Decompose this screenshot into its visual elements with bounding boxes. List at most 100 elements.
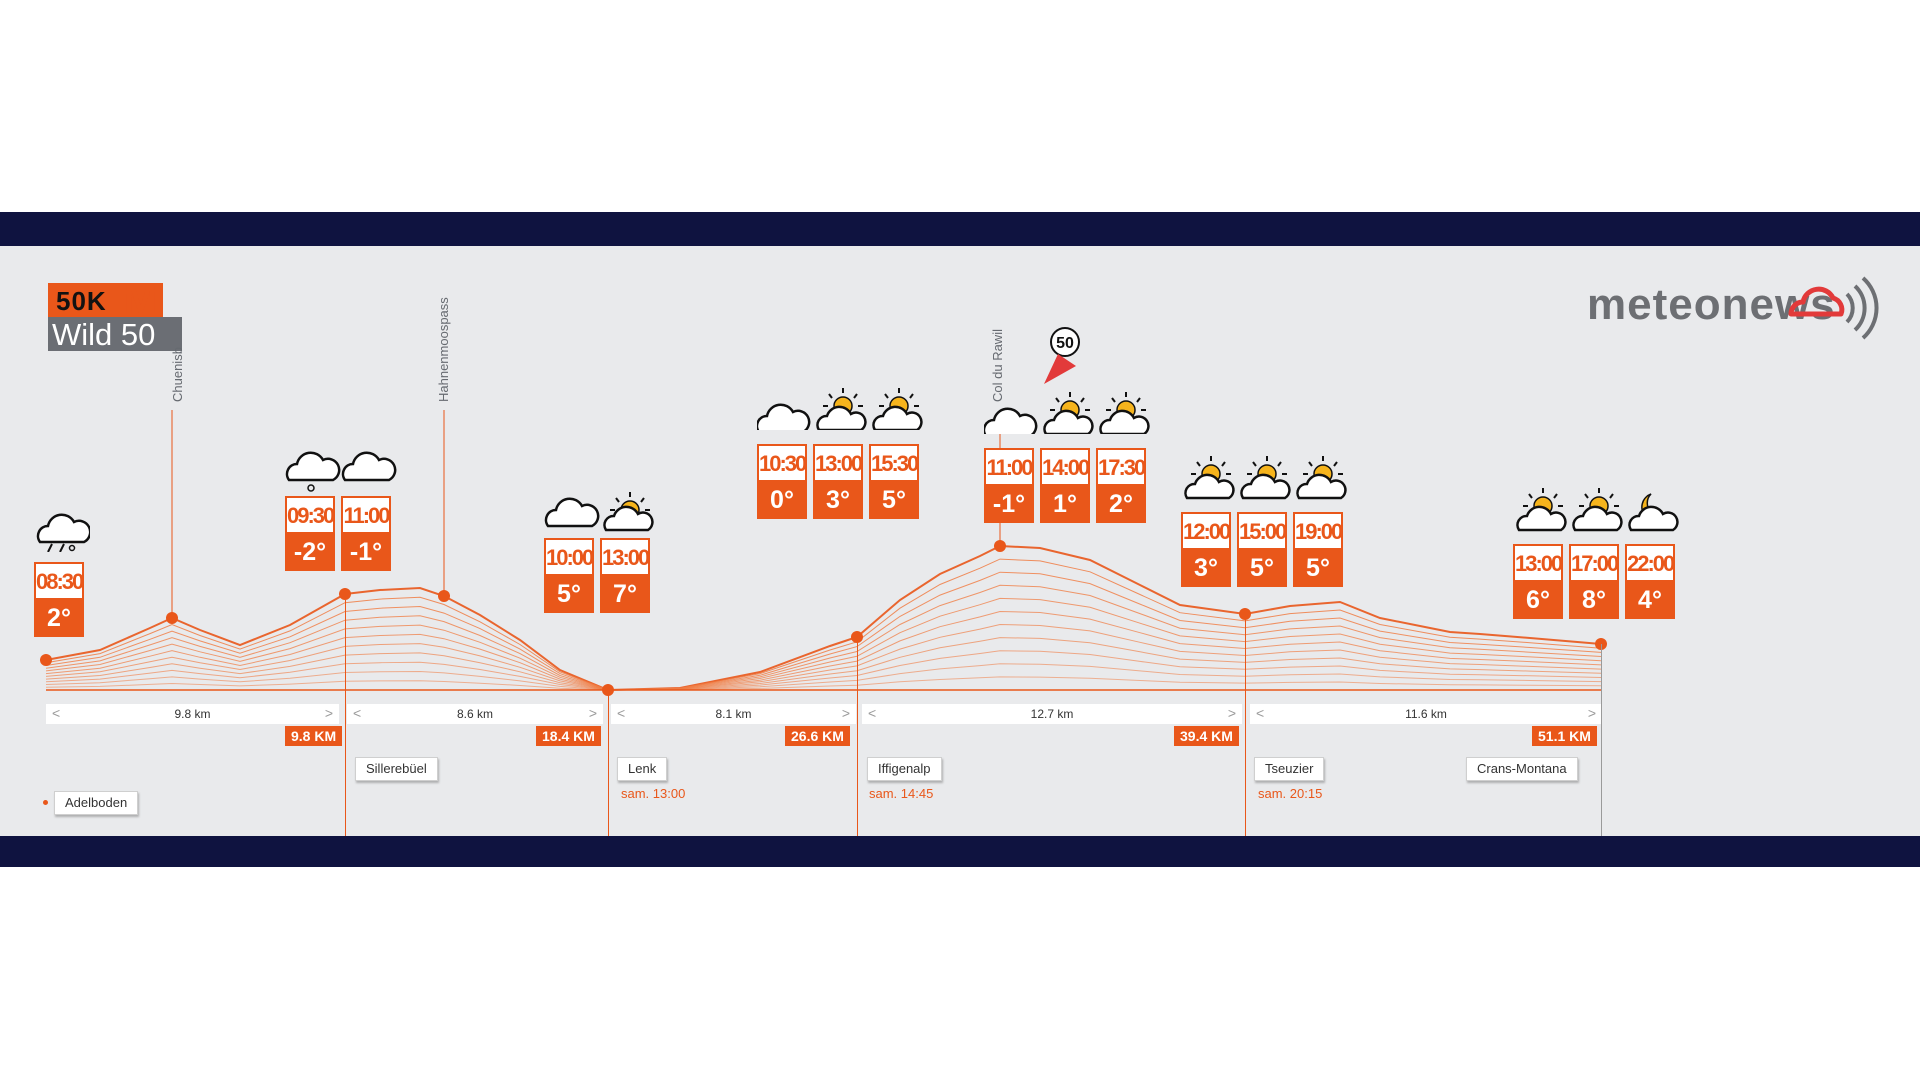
sun-cloud-icon bbox=[1516, 488, 1567, 532]
chevron-right-icon: > bbox=[841, 705, 850, 721]
profile-point bbox=[438, 590, 450, 602]
profile-point bbox=[166, 612, 178, 624]
bottom-band bbox=[0, 836, 1920, 867]
profile-contour bbox=[45, 650, 1602, 691]
place-time-tseuzier: sam. 20:15 bbox=[1258, 786, 1323, 801]
moon-cloud-icon bbox=[1628, 493, 1679, 532]
profile-contour bbox=[45, 623, 1602, 691]
profile-contour bbox=[45, 584, 1602, 691]
forecast-temp: 3° bbox=[813, 482, 863, 519]
forecast-temp: -1° bbox=[984, 486, 1034, 523]
segment-bar-2: < 8.6 km > bbox=[347, 704, 603, 724]
sun-cloud-icon bbox=[1099, 392, 1150, 434]
sun-cloud-icon bbox=[872, 388, 923, 430]
peak-label-hahnenmoospass: Hahnenmoospass bbox=[436, 297, 451, 402]
race-logo-top-text: 50K bbox=[56, 286, 107, 316]
forecast-temp: 3° bbox=[1181, 550, 1231, 587]
km-marker: 39.4 KM bbox=[1174, 726, 1239, 746]
place-dot bbox=[43, 800, 48, 805]
forecast-temp: 2° bbox=[34, 600, 84, 637]
forecast-time: 13:00 bbox=[1513, 544, 1563, 582]
peak-label-chuenisb: Chuenisb bbox=[170, 347, 185, 402]
km-marker: 18.4 KM bbox=[536, 726, 601, 746]
forecast-temp: 1° bbox=[1040, 486, 1090, 523]
forecast-time: 15:00 bbox=[1237, 512, 1287, 550]
forecast-time: 15:30 bbox=[869, 444, 919, 482]
segment-distance: 8.6 km bbox=[456, 707, 493, 721]
cloud-signal-icon bbox=[1788, 276, 1879, 340]
cloud-icon bbox=[757, 403, 811, 430]
forecast-time: 10:00 bbox=[544, 538, 594, 576]
segment-bar-5: < 11.6 km > bbox=[1250, 704, 1602, 724]
race-logo-m: M bbox=[124, 278, 158, 322]
profile-contour bbox=[45, 558, 1602, 691]
forecast-time: 13:00 bbox=[600, 538, 650, 576]
station-line bbox=[345, 600, 346, 836]
top-band bbox=[0, 212, 1920, 246]
forecast-temp: 7° bbox=[600, 576, 650, 613]
forecast-time: 12:00 bbox=[1181, 512, 1231, 550]
forecast-temp: 8° bbox=[1569, 582, 1619, 619]
forecast-temp: -1° bbox=[341, 534, 391, 571]
place-time-lenk: sam. 13:00 bbox=[621, 786, 686, 801]
segment-distance: 12.7 km bbox=[1030, 707, 1074, 721]
sun-cloud-icon bbox=[1240, 456, 1291, 500]
forecast-temp: 6° bbox=[1513, 582, 1563, 619]
station-line bbox=[608, 690, 609, 836]
sun-cloud-icon bbox=[1572, 488, 1623, 532]
place-tseuzier: Tseuzier bbox=[1254, 757, 1325, 781]
profile-point bbox=[40, 654, 52, 666]
forecast-temp: 5° bbox=[869, 482, 919, 519]
segment-distance: 9.8 km bbox=[174, 707, 211, 721]
forecast-temp: 5° bbox=[1293, 550, 1343, 587]
segment-bar-3: < 8.1 km > bbox=[611, 704, 856, 724]
forecast-temp: -2° bbox=[285, 534, 335, 571]
segment-bar-4: < 12.7 km > bbox=[862, 704, 1242, 724]
station-line bbox=[1245, 614, 1246, 836]
chevron-left-icon: < bbox=[617, 705, 626, 721]
profile-contour bbox=[45, 610, 1602, 691]
forecast-time: 10:30 bbox=[757, 444, 807, 482]
km-marker: 51.1 KM bbox=[1532, 726, 1597, 746]
chevron-left-icon: < bbox=[1256, 705, 1265, 721]
forecast-temp: 4° bbox=[1625, 582, 1675, 619]
forecast-time: 13:00 bbox=[813, 444, 863, 482]
chevron-left-icon: < bbox=[52, 705, 61, 721]
profile-point bbox=[339, 588, 351, 600]
chevron-right-icon: > bbox=[588, 705, 597, 721]
station-line bbox=[1601, 644, 1602, 836]
chevron-right-icon: > bbox=[324, 705, 333, 721]
forecast-time: 08:30 bbox=[34, 562, 84, 600]
cloud-icon bbox=[544, 497, 600, 528]
cloud-icon bbox=[984, 407, 1038, 434]
race-logo-bottom-text: Wild 50 bbox=[52, 317, 156, 352]
profile-point bbox=[994, 540, 1006, 552]
place-crans-montana: Crans-Montana bbox=[1466, 757, 1578, 781]
snow-rain-cloud-icon bbox=[36, 513, 90, 552]
place-sillerebuel: Sillerebüel bbox=[355, 757, 438, 781]
profile-contour bbox=[45, 571, 1602, 691]
sun-cloud-icon bbox=[603, 492, 654, 532]
place-time-iffigenalp: sam. 14:45 bbox=[869, 786, 934, 801]
profile-contour bbox=[45, 637, 1602, 691]
cloud-icon bbox=[341, 451, 397, 482]
forecast-time: 22:00 bbox=[1625, 544, 1675, 582]
bib-flag-icon: 50 bbox=[1044, 327, 1080, 384]
segment-distance: 11.6 km bbox=[1405, 707, 1447, 721]
sun-cloud-icon bbox=[816, 388, 867, 430]
profile-contour bbox=[45, 597, 1602, 691]
forecast-time: 11:00 bbox=[341, 496, 391, 534]
forecast-time: 11:00 bbox=[984, 448, 1034, 486]
forecast-temp: 2° bbox=[1096, 486, 1146, 523]
forecast-temp: 5° bbox=[1237, 550, 1287, 587]
place-adelboden: Adelboden bbox=[54, 791, 139, 815]
snow-cloud-icon bbox=[285, 451, 341, 492]
race-logo-top: 50K bbox=[48, 283, 163, 317]
forecast-time: 14:00 bbox=[1040, 448, 1090, 486]
profile-contour bbox=[45, 663, 1602, 691]
place-iffigenalp: Iffigenalp bbox=[867, 757, 942, 781]
profile-contour bbox=[45, 544, 1602, 692]
forecast-time: 17:00 bbox=[1569, 544, 1619, 582]
race-logo-bottom: Wild 50 bbox=[48, 317, 182, 352]
